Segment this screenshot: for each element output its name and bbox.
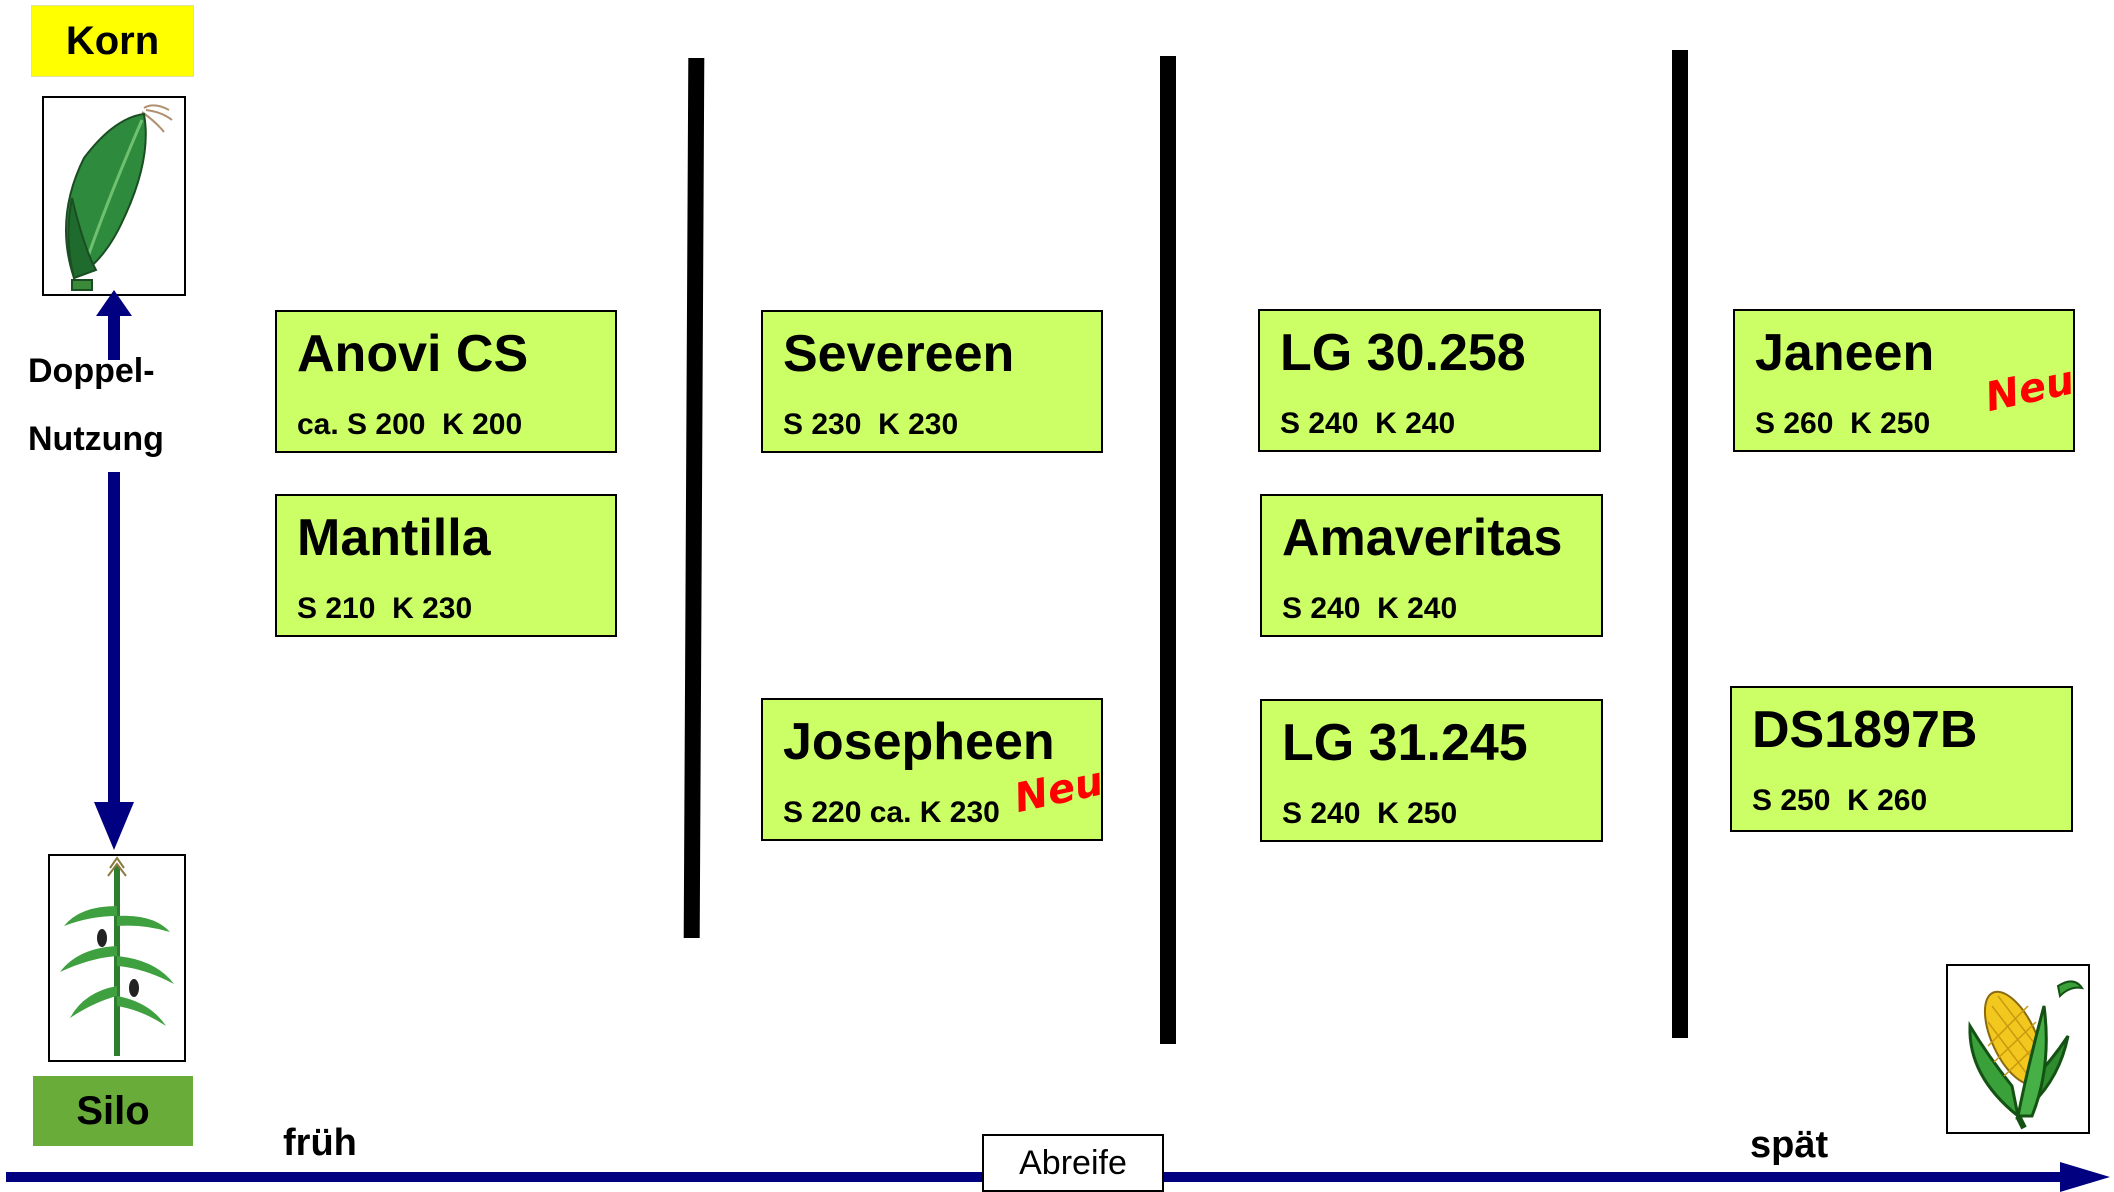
axis-label-box: Abreife — [982, 1134, 1164, 1192]
separator-3 — [1672, 50, 1688, 1038]
variety-values: S 240 K 250 — [1282, 797, 1458, 830]
silo-label: Silo — [33, 1076, 193, 1146]
variety-values: S 230 K 230 — [783, 408, 959, 441]
axis-early-label: früh — [283, 1122, 357, 1164]
separator-1 — [683, 57, 705, 939]
up-arrow-icon — [96, 290, 132, 360]
dual-use-label-line2: Nutzung — [28, 420, 164, 458]
variety-values: S 210 K 230 — [297, 592, 473, 625]
variety-name: LG 30.258 — [1280, 324, 1526, 382]
variety-values: S 250 K 260 — [1752, 784, 1928, 817]
variety-card: Mantilla S 210 K 230 — [275, 494, 617, 637]
axis-late-label: spät — [1750, 1124, 1829, 1166]
variety-card: Anovi CS ca. S 200 K 200 — [275, 310, 617, 453]
variety-card: LG 30.258 S 240 K 240 — [1258, 309, 1601, 452]
variety-name: LG 31.245 — [1282, 714, 1528, 772]
variety-card: Josepheen S 220 ca. K 230 Neu — [761, 698, 1107, 841]
variety-values: ca. S 200 K 200 — [297, 408, 523, 441]
variety-card: Severeen S 230 K 230 — [761, 310, 1103, 453]
korn-label: Korn — [32, 6, 193, 76]
dual-use-label-line1: Doppel- — [28, 352, 155, 390]
variety-name: DS1897B — [1752, 701, 1978, 759]
variety-values: S 260 K 250 — [1755, 407, 1931, 440]
variety-name: Mantilla — [297, 509, 491, 567]
separator-2 — [1160, 56, 1176, 1044]
corn-cob-husk-icon — [42, 96, 186, 296]
variety-name: Josepheen — [783, 713, 1055, 771]
corn-cob-icon — [1946, 964, 2090, 1134]
variety-name: Amaveritas — [1282, 509, 1563, 567]
corn-plant-icon — [48, 854, 186, 1062]
variety-card: DS1897B S 250 K 260 — [1730, 686, 2073, 832]
variety-name: Janeen — [1755, 324, 1935, 382]
new-badge: Neu — [1981, 357, 2079, 421]
variety-card: LG 31.245 S 240 K 250 — [1260, 699, 1603, 842]
variety-values: S 240 K 240 — [1282, 592, 1458, 625]
variety-card: Janeen S 260 K 250 Neu — [1733, 309, 2079, 452]
variety-name: Anovi CS — [297, 325, 529, 383]
variety-values: S 240 K 240 — [1280, 407, 1456, 440]
down-arrow-icon — [94, 472, 134, 850]
variety-card: Amaveritas S 240 K 240 — [1260, 494, 1603, 637]
variety-name: Severeen — [783, 325, 1015, 383]
variety-values: S 220 ca. K 230 — [783, 796, 1000, 829]
